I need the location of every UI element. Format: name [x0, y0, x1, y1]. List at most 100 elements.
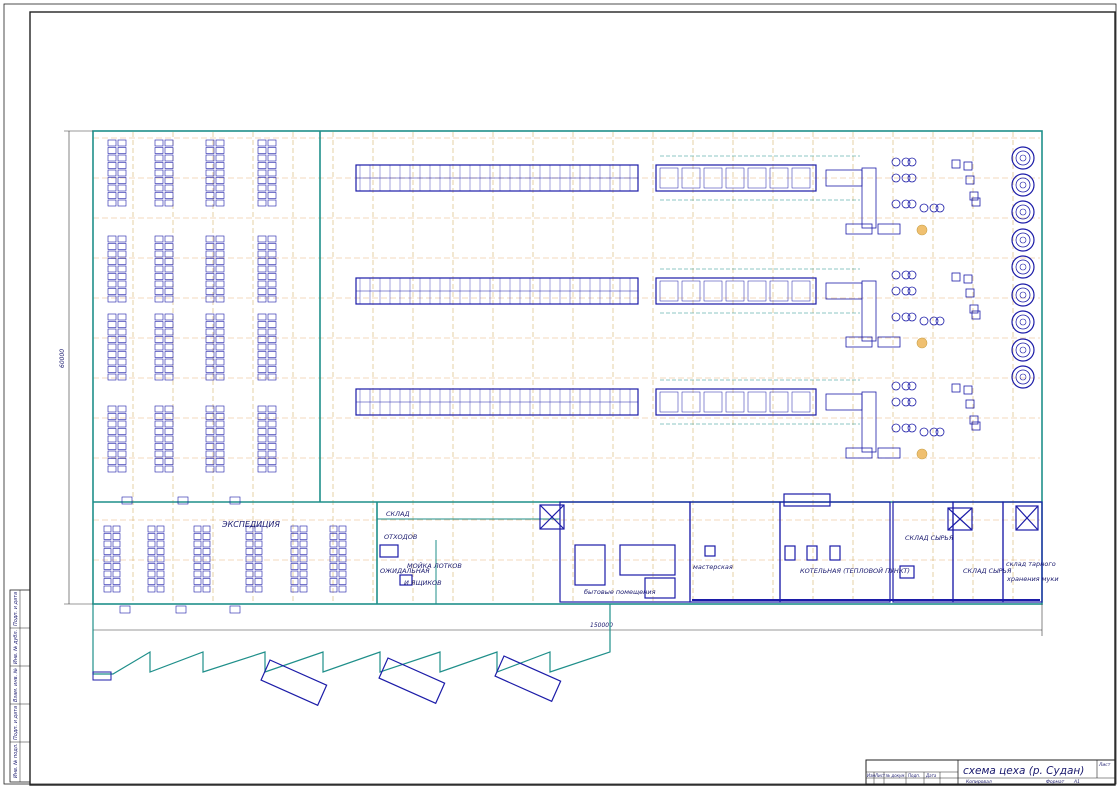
- mixer-bowl: [907, 397, 917, 407]
- silo: [1011, 146, 1035, 170]
- mixer-bowl: [935, 316, 945, 326]
- mixer-bowl: [901, 286, 911, 296]
- proofer: [655, 164, 817, 192]
- mixer-bowl: [907, 381, 917, 391]
- room-label-waiting: ОЖИДАЛЬНАЯ: [380, 567, 430, 575]
- mixer-bowl: [891, 157, 901, 167]
- room-label-raw-store-1: СКЛАД СЫРЬЯ: [905, 534, 954, 542]
- silo: [1011, 200, 1035, 224]
- flour-silos: [1011, 146, 1035, 389]
- mixer-bowl: [929, 316, 939, 326]
- title-block-col-izm: Изм: [867, 773, 875, 778]
- door: [119, 605, 131, 614]
- machine: [969, 415, 979, 425]
- rack-unit: [154, 405, 174, 473]
- side-stamp: Инв. № подл. Подп. и дата Взам. инв. № И…: [9, 589, 31, 783]
- rack-unit: [257, 313, 277, 381]
- mixer-bowl: [891, 286, 901, 296]
- silo: [1011, 310, 1035, 334]
- loading-dock: [92, 604, 611, 707]
- room-label-packaging-store: склад тарного: [1006, 560, 1056, 568]
- rack-unit: [107, 313, 127, 381]
- machine: [963, 161, 973, 171]
- mixer-bowl: [907, 173, 917, 183]
- rack-unit: [290, 525, 308, 593]
- mixer-bowl: [901, 157, 911, 167]
- machine: [969, 191, 979, 201]
- mixer-bowl: [919, 316, 929, 326]
- truck: [260, 659, 328, 707]
- room-label-tray-wash: МОЙКА ЛОТКОВ: [407, 561, 462, 570]
- door: [175, 605, 187, 614]
- mixer-bowl: [935, 427, 945, 437]
- sheet-inner-frame: [29, 11, 1116, 786]
- production-lines: [355, 155, 981, 460]
- door: [229, 605, 241, 614]
- column-grid: [93, 132, 1040, 604]
- mixer-bowl: [891, 173, 901, 183]
- machine: [971, 197, 981, 207]
- room-label-waste-store: СКЛАД: [386, 510, 410, 518]
- rack-unit: [329, 525, 347, 593]
- side-stamp-cell-3: Взам. инв. №: [13, 668, 19, 702]
- mixer-bowl: [919, 427, 929, 437]
- mixer-bowl: [891, 397, 901, 407]
- room-label-amenity: бытовые помещения: [584, 588, 656, 596]
- copied-label: Копировал: [966, 779, 992, 785]
- mixer-bowl: [901, 312, 911, 322]
- side-stamp-cell-1: Инв. № подл.: [13, 744, 19, 779]
- rack-unit: [107, 405, 127, 473]
- proofer: [655, 277, 817, 305]
- side-stamp-cell-2: Подп. и дата: [13, 706, 19, 740]
- silo: [1011, 255, 1035, 279]
- mixer-bowl: [891, 312, 901, 322]
- machine: [951, 159, 961, 169]
- mixer-bowl: [891, 423, 901, 433]
- title-block-col-data: Дата: [925, 773, 937, 778]
- height-dimension: 60000: [59, 349, 66, 368]
- silo: [1011, 283, 1035, 307]
- machine: [965, 288, 975, 298]
- silo: [1011, 338, 1035, 362]
- machine: [965, 399, 975, 409]
- rack-unit: [205, 405, 225, 473]
- title-block-col-podp: Подп.: [908, 773, 920, 778]
- machine: [971, 310, 981, 320]
- mixer-bowl: [891, 270, 901, 280]
- rack-unit: [205, 235, 225, 303]
- mixer-bowl: [907, 199, 917, 209]
- mixer-bowl: [929, 427, 939, 437]
- title-block-col-ndoc: № докум.: [885, 773, 906, 778]
- room-label-workshop: мастерская: [693, 563, 733, 571]
- rack-unit: [154, 235, 174, 303]
- mixer-bowl: [907, 423, 917, 433]
- rack-unit: [154, 313, 174, 381]
- silo: [1011, 173, 1035, 197]
- mixer-bowl: [901, 397, 911, 407]
- sheet-label: Лист: [1098, 762, 1111, 768]
- machine: [963, 274, 973, 284]
- rack-unit: [103, 525, 121, 593]
- format-value: А1: [1073, 779, 1080, 785]
- rack-unit: [205, 313, 225, 381]
- mixer-bowl: [907, 270, 917, 280]
- rack-unit: [154, 139, 174, 207]
- finished-goods-racks: [107, 139, 277, 473]
- machine: [951, 383, 961, 393]
- production-line: [355, 379, 981, 460]
- side-stamp-cell-4: Инв. № дубл.: [13, 630, 19, 664]
- machine: [969, 304, 979, 314]
- mixer-bowl: [935, 203, 945, 213]
- production-line: [355, 268, 981, 349]
- sheet-outer-border: [3, 3, 1117, 785]
- rack-unit: [257, 405, 277, 473]
- rack-unit: [245, 525, 263, 593]
- room-label-tray-wash-2: И ЯЩИКОВ: [404, 579, 442, 587]
- side-stamp-cell-5: Подп. и дата: [13, 592, 19, 626]
- room-label-boiler: КОТЕЛЬНАЯ (ТЕПЛОВОЙ ПУНКТ): [800, 566, 910, 575]
- format-label: Формат: [1046, 779, 1065, 785]
- mixer-bowl: [901, 423, 911, 433]
- rack-unit: [107, 139, 127, 207]
- mixer-bowl: [891, 381, 901, 391]
- machine: [963, 385, 973, 395]
